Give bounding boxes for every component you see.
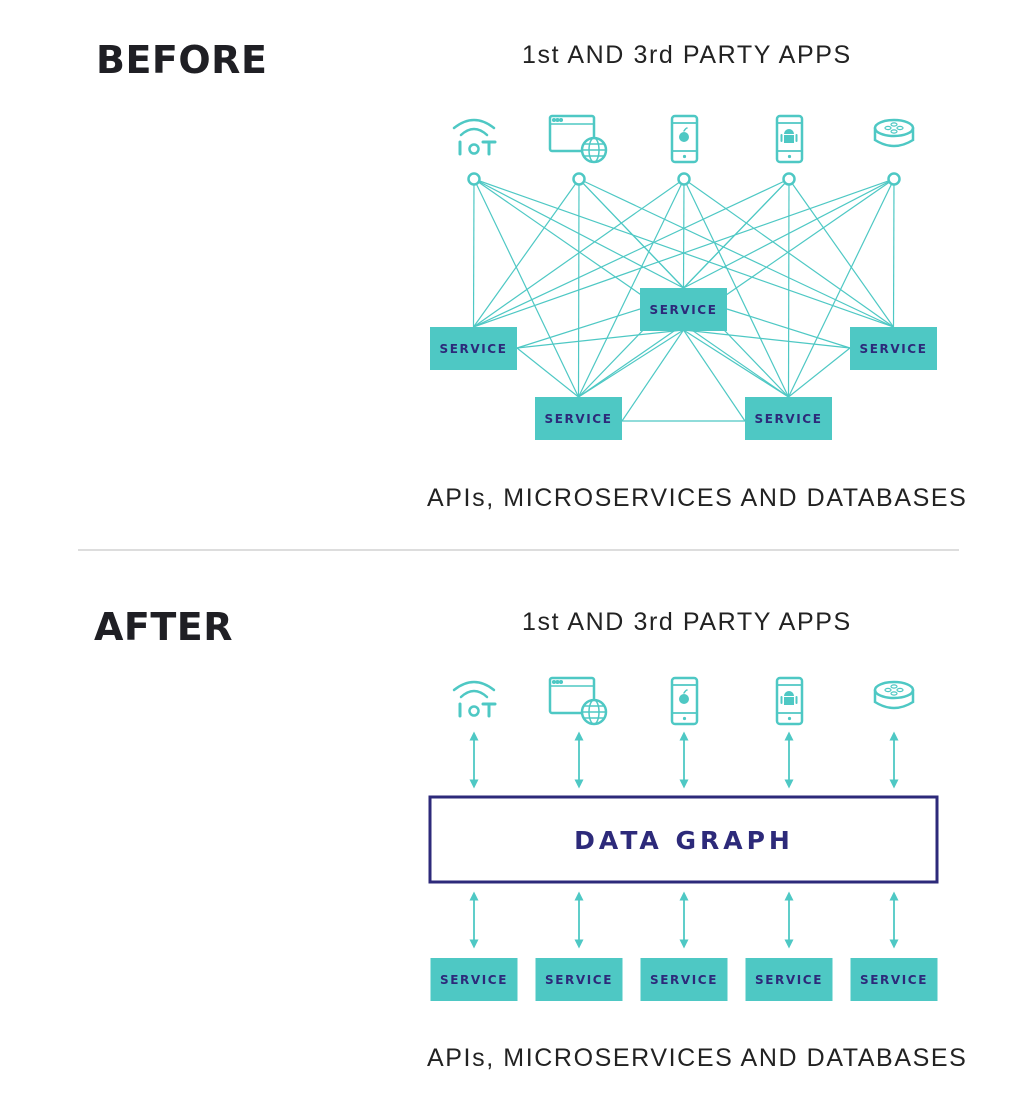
service-label: SERVICE bbox=[440, 973, 508, 987]
service-label: SERVICE bbox=[754, 412, 822, 426]
connection-line bbox=[473, 178, 580, 398]
before-services: SERVICE SERVICE SERVICE SERVICE SERVICE bbox=[430, 288, 937, 440]
android-logo-icon bbox=[784, 129, 794, 134]
iot-icon bbox=[452, 680, 497, 718]
connection-line bbox=[472, 178, 475, 328]
after-services-caption: APIs, MICROSERVICES AND DATABASES bbox=[427, 1044, 968, 1072]
iphone-apple-icon bbox=[670, 114, 699, 164]
before-app-nodes bbox=[467, 172, 901, 186]
app-node bbox=[467, 172, 481, 186]
connection-line bbox=[683, 329, 746, 422]
connection-line bbox=[892, 178, 895, 328]
section-divider bbox=[78, 549, 959, 551]
service-label: SERVICE bbox=[545, 973, 613, 987]
connection-line bbox=[473, 178, 895, 328]
connection-line bbox=[516, 347, 579, 398]
connection-line bbox=[473, 178, 580, 328]
connection-line bbox=[516, 329, 684, 349]
connection-line bbox=[577, 178, 580, 398]
data-graph-box: DATA GRAPH bbox=[428, 795, 939, 884]
iot-icon bbox=[452, 118, 497, 156]
connection-line bbox=[683, 178, 895, 289]
connection-line bbox=[578, 178, 894, 328]
connection-line bbox=[726, 308, 851, 349]
service-label: SERVICE bbox=[650, 973, 718, 987]
service-label: SERVICE bbox=[544, 412, 612, 426]
before-connection-mesh bbox=[472, 178, 895, 422]
connection-line bbox=[787, 178, 895, 398]
connection-line bbox=[682, 178, 685, 289]
service-label: SERVICE bbox=[859, 342, 927, 356]
connection-line bbox=[473, 178, 790, 328]
apple-logo-icon bbox=[679, 132, 689, 142]
connection-line bbox=[788, 347, 851, 398]
service-box: SERVICE bbox=[850, 958, 938, 1001]
service-box: SERVICE bbox=[745, 397, 832, 440]
service-box: SERVICE bbox=[745, 958, 833, 1001]
service-box: SERVICE bbox=[430, 327, 517, 370]
service-label: SERVICE bbox=[860, 973, 928, 987]
before-app-icons bbox=[452, 114, 915, 164]
smart-speaker-icon bbox=[873, 118, 915, 148]
app-node bbox=[887, 172, 901, 186]
web-browser-globe-icon bbox=[548, 676, 608, 726]
web-browser-globe-icon bbox=[548, 114, 608, 164]
iphone-apple-icon bbox=[670, 676, 699, 726]
connection-line bbox=[516, 308, 641, 349]
before-heading: BEFORE bbox=[96, 38, 268, 82]
android-phone-icon bbox=[775, 114, 804, 164]
connection-line bbox=[683, 329, 851, 349]
app-node bbox=[677, 172, 691, 186]
service-box: SERVICE bbox=[640, 958, 728, 1001]
app-node bbox=[572, 172, 586, 186]
service-box: SERVICE bbox=[430, 958, 518, 1001]
service-box: SERVICE bbox=[535, 958, 623, 1001]
data-graph-label: DATA GRAPH bbox=[574, 826, 794, 855]
before-services-caption: APIs, MICROSERVICES AND DATABASES bbox=[427, 484, 968, 512]
after-arrows bbox=[469, 731, 899, 949]
connection-line bbox=[787, 178, 790, 398]
service-label: SERVICE bbox=[755, 973, 823, 987]
connection-line bbox=[578, 178, 895, 398]
before-apps-caption: 1st AND 3rd PARTY APPS bbox=[522, 41, 852, 69]
connection-line bbox=[683, 329, 789, 398]
connection-line bbox=[621, 329, 684, 422]
connection-line bbox=[473, 178, 685, 328]
apple-logo-icon bbox=[679, 694, 689, 704]
after-apps-caption: 1st AND 3rd PARTY APPS bbox=[522, 608, 852, 636]
after-services: SERVICE SERVICE SERVICE SERVICE SERVICE bbox=[430, 958, 938, 1001]
connection-line bbox=[577, 178, 685, 398]
android-phone-icon bbox=[775, 676, 804, 726]
after-heading: AFTER bbox=[94, 605, 234, 649]
service-box: SERVICE bbox=[535, 397, 622, 440]
service-label: SERVICE bbox=[649, 303, 717, 317]
smart-speaker-icon bbox=[873, 680, 915, 710]
service-box: SERVICE bbox=[640, 288, 727, 331]
connection-line bbox=[788, 178, 894, 328]
after-app-icons bbox=[452, 676, 915, 726]
connection-line bbox=[578, 329, 684, 398]
service-label: SERVICE bbox=[439, 342, 507, 356]
service-box: SERVICE bbox=[850, 327, 937, 370]
app-node bbox=[782, 172, 796, 186]
android-logo-icon bbox=[784, 691, 794, 696]
